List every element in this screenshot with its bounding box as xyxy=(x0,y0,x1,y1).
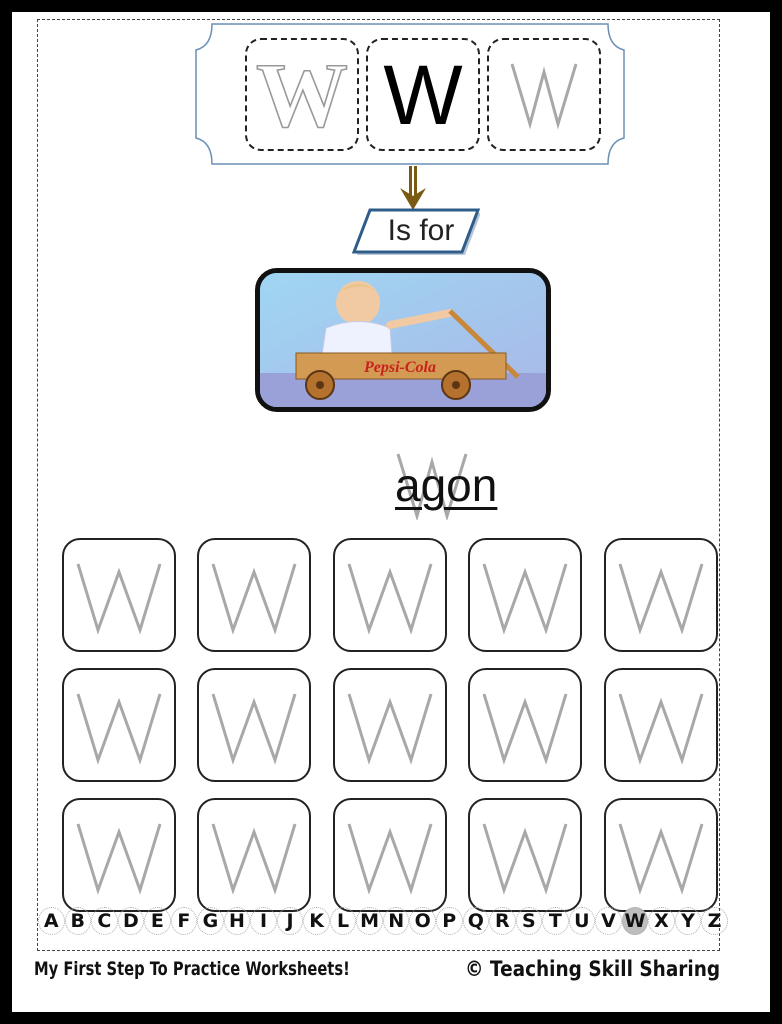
wagon-photo: Pepsi-Cola xyxy=(255,268,551,412)
alphabet-letter: S xyxy=(515,907,543,935)
trace-w-icon xyxy=(618,563,704,635)
dashed-border xyxy=(37,19,720,951)
is-for-label: Is for xyxy=(387,214,455,247)
trace-w-icon xyxy=(347,693,433,765)
alphabet-letter: L xyxy=(329,907,357,935)
alphabet-letter: Y xyxy=(674,907,702,935)
alphabet-letter: J xyxy=(276,907,304,935)
trace-w-icon xyxy=(76,823,162,895)
trace-w-icon xyxy=(510,63,578,129)
trace-w-icon xyxy=(76,693,162,765)
trace-w-icon xyxy=(482,693,568,765)
alphabet-letter: Q xyxy=(462,907,490,935)
practice-cell[interactable] xyxy=(333,668,447,782)
trace-w-icon xyxy=(211,693,297,765)
trace-w-icon xyxy=(347,563,433,635)
trace-w-icon xyxy=(618,823,704,895)
practice-cell[interactable] xyxy=(62,798,176,912)
trace-w-icon xyxy=(347,823,433,895)
practice-cell[interactable] xyxy=(468,798,582,912)
practice-cell[interactable] xyxy=(604,798,718,912)
trace-w-icon xyxy=(211,823,297,895)
solid-letter: W xyxy=(383,47,463,142)
practice-cell[interactable] xyxy=(468,538,582,652)
practice-cell[interactable] xyxy=(62,668,176,782)
outline-letter-box: W xyxy=(245,38,359,151)
practice-cell[interactable] xyxy=(333,798,447,912)
letter-banner xyxy=(195,23,625,165)
alphabet-letter: K xyxy=(303,907,330,935)
alphabet-letter: B xyxy=(64,907,92,935)
wagon-logo: Pepsi-Cola xyxy=(363,359,436,376)
practice-cell[interactable] xyxy=(604,668,718,782)
trace-w-icon xyxy=(76,563,162,635)
alphabet-letter: G xyxy=(197,907,224,935)
alphabet-letter: H xyxy=(223,907,251,935)
alphabet-letter: N xyxy=(382,907,410,935)
is-for-frame xyxy=(351,208,480,255)
alphabet-letter: D xyxy=(117,907,145,935)
alphabet-letter: Z xyxy=(701,907,728,935)
child-in-wagon-image: Pepsi-Cola xyxy=(260,273,546,407)
word-remainder: agon xyxy=(395,459,498,511)
footer-credit: © Teaching Skill Sharing xyxy=(465,957,721,981)
alphabet-letter: V xyxy=(595,907,622,935)
alphabet-letter: W xyxy=(621,907,649,935)
alphabet-letter: R xyxy=(489,907,516,935)
alphabet-letter: M xyxy=(356,907,383,935)
practice-cell[interactable] xyxy=(197,538,311,652)
alphabet-letter: O xyxy=(409,907,436,935)
trace-w-icon xyxy=(618,693,704,765)
outline-w-icon: W xyxy=(255,50,349,140)
practice-cell[interactable] xyxy=(333,538,447,652)
alphabet-letter: F xyxy=(170,907,198,935)
trace-w-icon xyxy=(482,823,568,895)
solid-letter-box: W xyxy=(366,38,480,151)
alphabet-letter: X xyxy=(648,907,675,935)
practice-cell[interactable] xyxy=(197,798,311,912)
footer-title: My First Step To Practice Worksheets! xyxy=(34,958,350,980)
trace-letter-box xyxy=(487,38,601,151)
alphabet-letter: C xyxy=(91,907,118,935)
alphabet-letter: I xyxy=(250,907,277,935)
alphabet-letter: U xyxy=(568,907,596,935)
alphabet-letter: E xyxy=(144,907,171,935)
practice-cell[interactable] xyxy=(62,538,176,652)
alphabet-letter: A xyxy=(38,907,65,935)
practice-cell[interactable] xyxy=(604,538,718,652)
word-trace-letter-icon xyxy=(396,453,468,520)
svg-text:W: W xyxy=(256,50,348,140)
practice-cell[interactable] xyxy=(468,668,582,782)
trace-w-icon xyxy=(211,563,297,635)
practice-cell[interactable] xyxy=(197,668,311,782)
alphabet-letter: P xyxy=(435,907,463,935)
down-arrow-icon xyxy=(400,166,426,210)
trace-w-icon xyxy=(482,563,568,635)
alphabet-letter: T xyxy=(542,907,569,935)
